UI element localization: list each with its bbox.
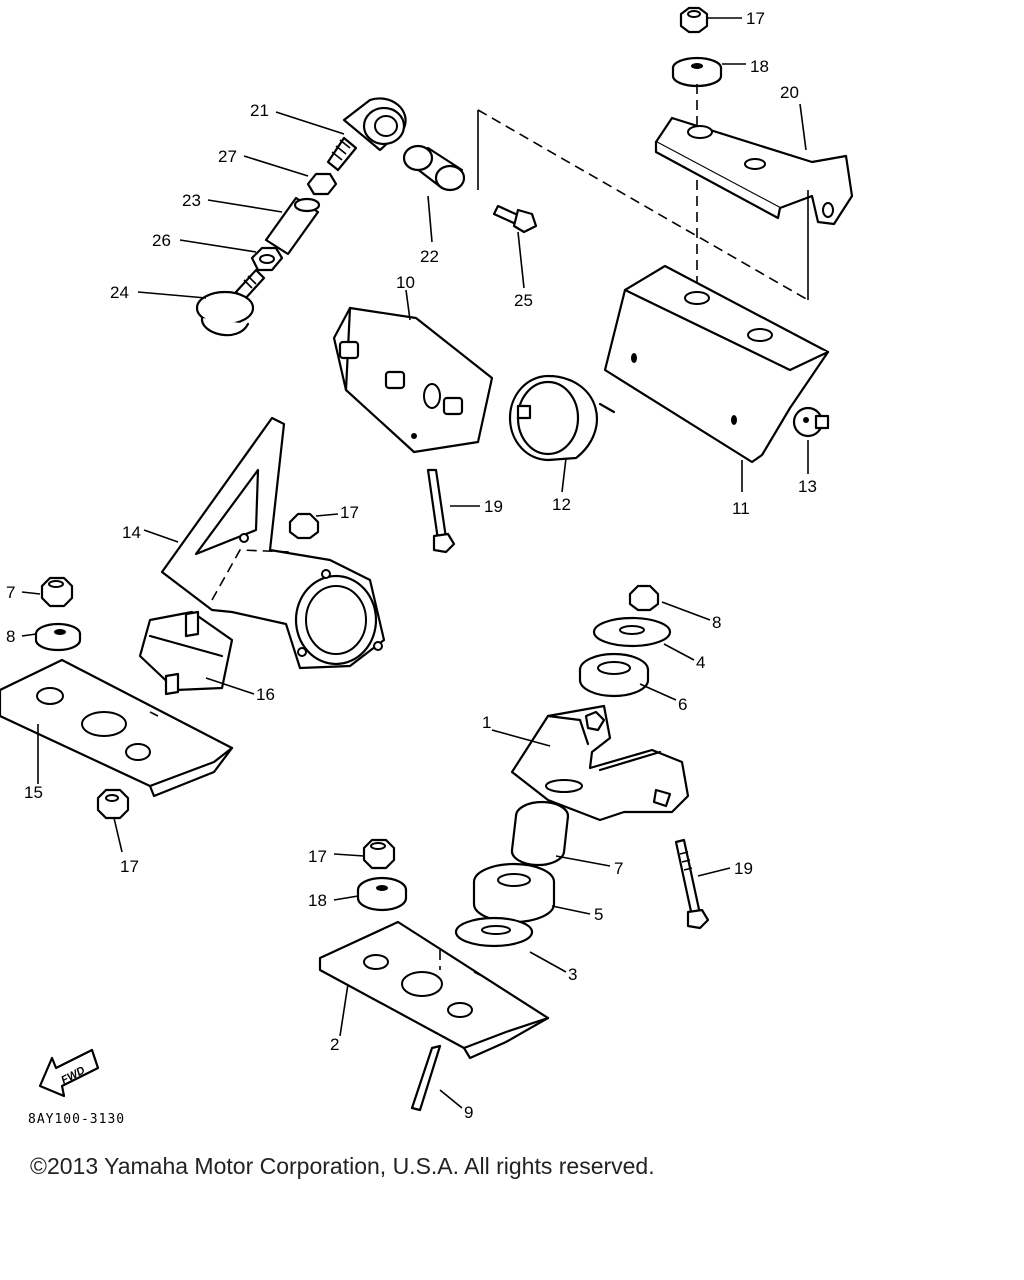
callout-14: 14 [122, 523, 141, 542]
callout-24: 24 [110, 283, 129, 302]
callout-20: 20 [780, 83, 799, 102]
part-16-rubber-mount [138, 610, 234, 696]
copyright-notice: ©2013 Yamaha Motor Corporation, U.S.A. A… [30, 1153, 655, 1179]
part-3-washer [454, 916, 534, 948]
part-9-bolt [410, 1044, 442, 1112]
callout-6: 6 [678, 695, 687, 714]
part-13-screw [792, 406, 830, 438]
part-10-mount-plate [332, 306, 494, 454]
part-18-washer-top [671, 56, 723, 88]
callout-13: 13 [798, 477, 817, 496]
callout-27: 27 [218, 147, 237, 166]
part-25-bolt [492, 204, 538, 234]
part-17-nut-top [679, 6, 709, 34]
callout-15: 15 [24, 783, 43, 802]
callout-17-left-upper: 17 [340, 503, 359, 522]
part-15-lower-plate [0, 658, 234, 798]
callout-17-lower: 17 [308, 847, 327, 866]
part-8-nut-right [628, 584, 660, 612]
fwd-arrow-icon: FWD [38, 1048, 100, 1098]
parts-diagram: FWD 17 [0, 6, 854, 1122]
leader-lines [21, 17, 809, 1109]
callout-17-left-lower: 17 [120, 857, 139, 876]
diagram-code: 8AY100-3130 [28, 1112, 126, 1127]
callout-19-upper: 19 [484, 497, 503, 516]
callout-3: 3 [568, 965, 577, 984]
callout-23: 23 [182, 191, 201, 210]
part-17-nut-left-lower [96, 788, 130, 820]
part-20-bracket [654, 116, 854, 226]
part-26-nut [250, 246, 284, 272]
part-7-nut-left [40, 576, 74, 608]
part-19-bolt-upper [426, 468, 456, 554]
callout-17: 17 [746, 9, 765, 28]
part-6-spacer [578, 652, 650, 698]
callout-19-right: 19 [734, 859, 753, 878]
part-24-bolt [195, 268, 266, 337]
callout-10: 10 [396, 273, 415, 292]
callout-25: 25 [514, 291, 533, 310]
part-5-damper [472, 862, 556, 924]
part-12-rubber-damper [508, 374, 616, 462]
callout-9: 9 [464, 1103, 473, 1122]
part-8-washer-left [34, 622, 82, 652]
part-19-bolt-right [674, 838, 710, 930]
callout-18-lower: 18 [308, 891, 327, 910]
callout-11: 11 [732, 499, 750, 518]
part-17-nut-left-upper [288, 512, 320, 540]
callout-7-right: 7 [614, 859, 623, 878]
part-23-sleeve [264, 196, 321, 256]
part-17-nut-lower [362, 838, 396, 870]
callout-7-left: 7 [6, 583, 15, 602]
callout-8-left: 8 [6, 627, 15, 646]
callout-5: 5 [594, 905, 603, 924]
part-14-bracket-plate [160, 416, 386, 670]
callout-8-right: 8 [712, 613, 721, 632]
part-18-washer-lower [356, 876, 408, 912]
part-27-nut [306, 172, 338, 196]
part-4-washer [592, 616, 672, 648]
part-2-lower-plate [318, 920, 550, 1060]
part-21-rod-end [326, 97, 407, 172]
callout-26: 26 [152, 231, 171, 250]
part-1-engine-bracket [510, 704, 690, 822]
part-22-bushing [402, 144, 466, 192]
callout-1: 1 [482, 713, 491, 732]
callout-18: 18 [750, 57, 769, 76]
callout-22: 22 [420, 247, 439, 266]
callout-labels: 17 18 20 21 27 23 26 24 22 25 10 12 11 1… [6, 9, 817, 1122]
callout-4: 4 [696, 653, 705, 672]
callout-21: 21 [250, 101, 269, 120]
callout-12: 12 [552, 495, 571, 514]
callout-16: 16 [256, 685, 275, 704]
part-11-cover [603, 264, 830, 464]
callout-2: 2 [330, 1035, 339, 1054]
part-7-collar [510, 800, 570, 867]
